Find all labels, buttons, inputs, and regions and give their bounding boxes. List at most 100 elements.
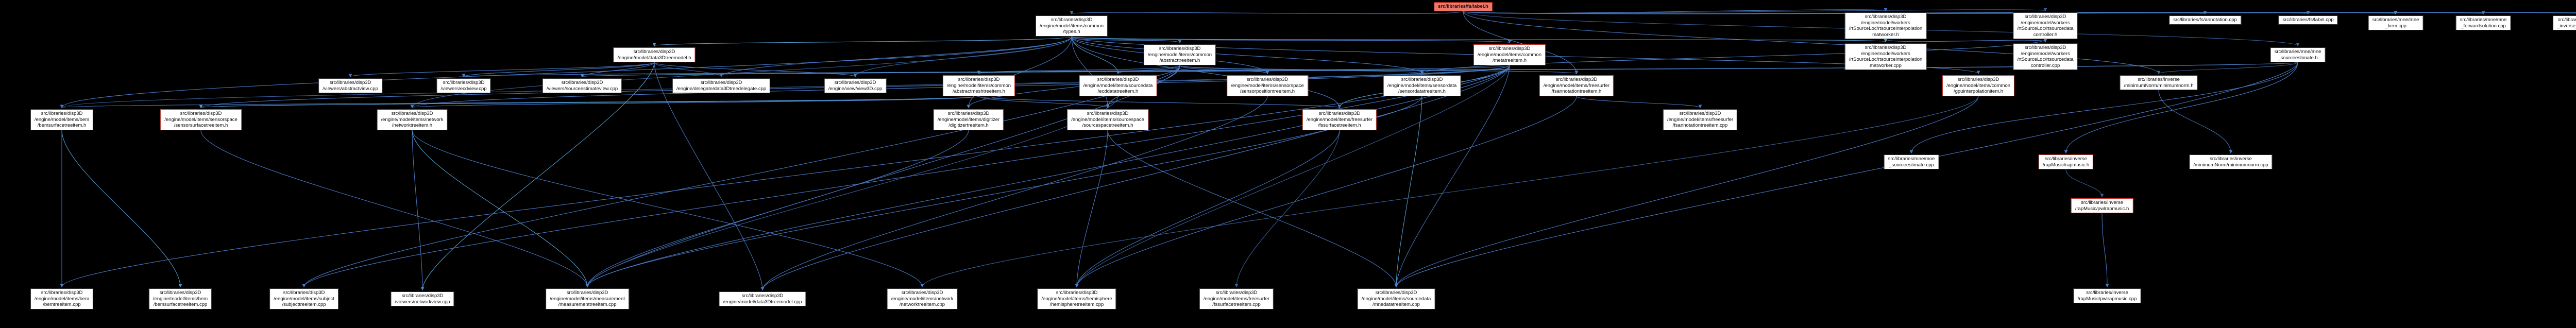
graph-node-label: /fssurfacetreeitem.cpp [1212,302,1261,307]
graph-node-label: /rapMusic/pwlrapmusic.h [2075,205,2129,212]
graph-node-pwlrap_cpp[interactable]: src/libraries/inverse/rapMusic/pwlrapmus… [2073,288,2141,303]
graph-node-label: /engine/model/items/sensorspace [164,116,238,123]
graph-node-datactrl_cpp[interactable]: src/libraries/disp3D/engine/model/worker… [2013,43,2078,70]
graph-node-hemisphere_cpp[interactable]: src/libraries/disp3D/engine/model/items/… [1037,288,1116,309]
graph-node-abstract_h[interactable]: src/libraries/disp3D/engine/model/items/… [1143,44,1216,65]
graph-node-fsannot_h[interactable]: src/libraries/disp3D/engine/model/items/… [1539,75,1614,96]
graph-node-view3d_cpp[interactable]: src/libraries/disp3D/engine/view/view3D.… [824,78,887,93]
graph-node-label: /bemsurfacetreeitem.cpp [153,302,208,307]
graph-node-label: /ecddatatreeitem.h [1097,89,1139,94]
graph-node-label: /sensorpositiontreeitem.h [1240,89,1295,94]
graph-node-label: src/libraries/fs/label.h [1438,4,1488,9]
graph-node-fsannot_cpp[interactable]: src/libraries/disp3D/engine/model/items/… [1663,109,1738,130]
graph-node-fssurf_cpp[interactable]: src/libraries/disp3D/engine/model/items/… [1199,288,1274,309]
graph-node-label_h[interactable]: src/libraries/fs/label.h [1434,2,1493,11]
graph-node-measurement_cpp[interactable]: src/libraries/disp3D/engine/model/items/… [546,288,629,309]
graph-node-label: src/libraries/mne/mne [2557,17,2576,23]
graph-edge [1071,36,1342,109]
graph-node-label: src/libraries/disp3D [901,290,943,296]
graph-node-label: src/libraries/disp3D [41,111,83,116]
graph-edge [1075,96,1577,288]
graph-edge [1071,36,1182,44]
graph-edge [199,96,979,109]
graph-node-absview_cpp[interactable]: src/libraries/disp3D/viewers/abstractvie… [318,78,382,93]
graph-edge [1075,65,1510,288]
graph-node-mne_srcest_cpp[interactable]: src/libraries/mne/mne_sourceestimate.cpp [1884,154,1939,169]
graph-node-matworker_cpp[interactable]: src/libraries/disp3D/engine/model/worker… [1844,43,1927,70]
graph-node-minnorm_h[interactable]: src/libraries/inverse/minimumNorm/minimu… [2120,75,2198,90]
graph-node-label: /engine/model/items/hemisphere [1041,296,1112,302]
graph-node-network_cpp[interactable]: src/libraries/disp3D/engine/model/items/… [887,288,958,309]
graph-node-label: src/libraries/disp3D [947,111,990,116]
graph-node-srcestview_cpp[interactable]: src/libraries/disp3D/viewers/sourceestim… [542,78,622,93]
graph-edge [60,96,979,109]
graph-node-matworker_h[interactable]: src/libraries/disp3D/engine/model/worker… [1844,12,1927,39]
graph-node-label: src/libraries/disp3D [1215,290,1258,296]
graph-node-label: /engine/model/items/common [1147,51,1212,58]
graph-node-label: src/libraries/disp3D [1056,290,1098,296]
graph-node-label: _forwardsolution.cpp [2461,23,2506,29]
graph-node-mne_bem_cpp[interactable]: src/libraries/mne/mne_bem.cpp [2368,15,2424,30]
graph-node-label: /engine/view/view3D.cpp [828,85,883,92]
graph-node-types_h[interactable]: src/libraries/disp3D/engine/model/items/… [1035,15,1108,37]
graph-node-label: src/libraries/disp3D [1555,77,1598,82]
graph-node-bemsurf_h[interactable]: src/libraries/disp3D/engine/model/items/… [30,109,94,130]
graph-node-d3model_cpp[interactable]: src/libraries/disp3D/engine/model/data3D… [719,291,806,306]
graph-edge [463,62,2298,78]
graph-node-minnorm_cpp[interactable]: src/libraries/inverse/minimumNorm/minimu… [2189,154,2273,169]
graph-node-label: /minimumNorm/minimumnorm.h [2124,82,2194,89]
graph-node-label: _sourceestimate.h [2278,55,2318,61]
graph-node-meta_h[interactable]: src/libraries/disp3D/engine/model/items/… [1473,44,1546,65]
graph-edge [2102,213,2109,288]
graph-node-label: src/libraries/mne/mne [2274,49,2321,55]
graph-edge [1885,39,2047,43]
graph-node-networkview_cpp[interactable]: src/libraries/disp3D/viewers/networkview… [391,291,454,306]
graph-node-label: /engine/model/items/network [381,116,444,123]
graph-node-fssurf_h[interactable]: src/libraries/disp3D/engine/model/items/… [1302,109,1377,130]
graph-node-absmesh_h[interactable]: src/libraries/disp3D/engine/model/items/… [942,75,1015,96]
graph-node-ecddata_h[interactable]: src/libraries/disp3D/engine/model/items/… [1079,75,1157,96]
graph-node-sensorpos_h[interactable]: src/libraries/disp3D/engine/model/items/… [1227,75,1308,96]
graph-node-digitizer_h[interactable]: src/libraries/disp3D/engine/model/items/… [933,109,1004,130]
graph-node-label: /networktreeitem.cpp [899,302,945,307]
graph-node-mne_srcest_h[interactable]: src/libraries/mne/mne_sourceestimate.h [2270,47,2326,62]
graph-edge [1071,36,1120,75]
graph-node-label: /rapMusic/rapmusic.h [2042,162,2090,168]
graph-node-label: /engine/model/workers [1861,20,1910,26]
graph-node-label: /engine/model/items/measurement [550,296,625,302]
graph-node-d3model_h[interactable]: src/libraries/disp3D/engine/model/data3D… [613,47,696,62]
graph-node-label: /viewers/abstractview.cpp [323,85,378,92]
graph-node-subject_cpp[interactable]: src/libraries/disp3D/engine/model/items/… [269,288,338,309]
graph-edge [654,62,857,78]
graph-node-label: src/libraries/disp3D [958,77,1000,82]
graph-node-delegate_cpp[interactable]: src/libraries/disp3D/engine/delegate/dat… [672,78,771,93]
graph-node-label: /engine/model/workers [2021,50,2070,57]
graph-node-label: src/libraries/mne/mne [2460,17,2507,23]
graph-node-fs_label_cpp[interactable]: src/libraries/fs/label.cpp [2278,15,2338,25]
graph-node-label: /engine/model/items/freesurfer [1306,116,1373,123]
graph-node-label: /bemtreeitem.cpp [43,302,81,307]
graph-node-label: src/libraries/disp3D [1050,17,1093,23]
graph-node-label: src/libraries/disp3D [1401,77,1443,82]
graph-node-label: /rtSourceLoc/rtsourcedata [2017,26,2074,31]
graph-node-bemtree_cpp[interactable]: src/libraries/disp3D/engine/model/items/… [30,288,94,309]
graph-node-datactrl_h[interactable]: src/libraries/disp3D/engine/model/worker… [2013,12,2078,39]
graph-node-network_h[interactable]: src/libraries/disp3D/engine/model/items/… [377,109,448,130]
graph-node-mne_invop_cpp[interactable]: src/libraries/mne/mne_inverse_operator.c… [2552,15,2576,30]
graph-node-mnedata_cpp[interactable]: src/libraries/disp3D/engine/model/items/… [1357,288,1435,309]
graph-node-label: /engine/model/items/bem [34,116,90,123]
graph-node-label: /engine/model/items/network [891,296,954,302]
graph-node-rapmusic_h[interactable]: src/libraries/inverse/rapMusic/rapmusic.… [2038,154,2094,169]
graph-node-fs_annotation_cpp[interactable]: src/libraries/fs/annotation.cpp [2169,15,2241,25]
graph-node-pwlrap_h[interactable]: src/libraries/inverse/rapMusic/pwlrapmus… [2071,198,2133,213]
graph-node-gpu_h[interactable]: src/libraries/disp3D/engine/model/items/… [1942,75,2015,96]
graph-node-sensorsurf_h[interactable]: src/libraries/disp3D/engine/model/items/… [160,109,242,130]
graph-node-label: /viewers/sourceestimateview.cpp [546,85,618,92]
graph-node-mne_fwd_cpp[interactable]: src/libraries/mne/mne_forwardsolution.cp… [2455,15,2511,30]
graph-node-label: src/libraries/disp3D [1375,290,1417,296]
graph-node-sensordata_h[interactable]: src/libraries/disp3D/engine/model/items/… [1383,75,1461,96]
graph-node-bemsurf_cpp[interactable]: src/libraries/disp3D/engine/model/items/… [148,288,212,309]
graph-node-ecdview_cpp[interactable]: src/libraries/disp3D/viewers/ecdview.cpp [436,78,491,93]
graph-edge [60,36,1072,109]
graph-node-srcspace_h[interactable]: src/libraries/disp3D/engine/model/items/… [1067,109,1148,130]
